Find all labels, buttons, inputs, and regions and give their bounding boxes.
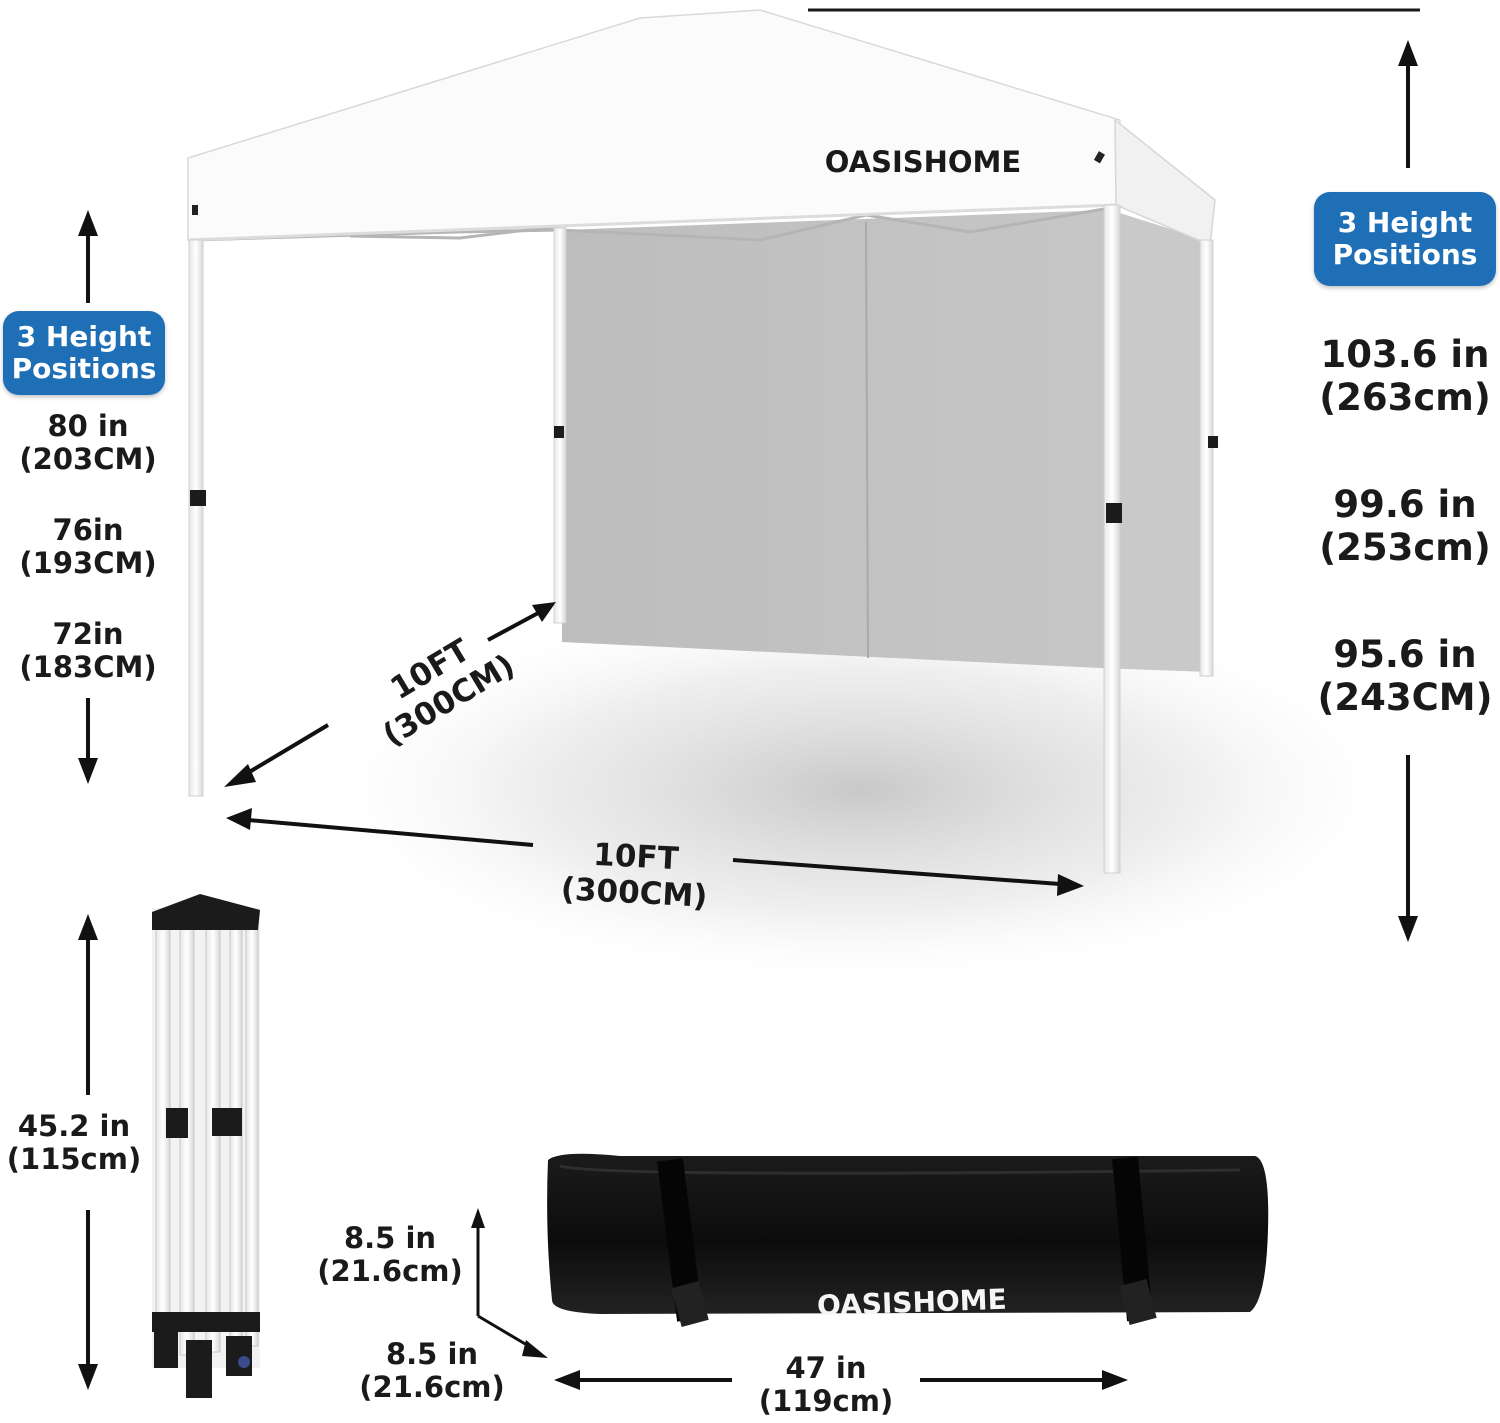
canopy-top: OASISHOME — [187, 9, 1216, 247]
height-arrows — [78, 40, 1418, 1390]
right-height-99-in: 99.6 in — [1333, 483, 1477, 526]
bag-height-label: 8.5 in (21.6cm) — [310, 1221, 470, 1289]
right-height-99: 99.6 in (253cm) — [1300, 483, 1500, 569]
footprint-width-label: 10FT (300CM) — [538, 835, 731, 916]
folded-height-cm: (115cm) — [6, 1142, 142, 1177]
left-height-72: 72in (183CM) — [6, 617, 170, 685]
right-height-badge: 3 Height Positions — [1314, 192, 1496, 286]
bag-length-in: 47 in — [785, 1351, 867, 1385]
left-height-80-in: 80 in — [47, 409, 129, 443]
bag-height-in: 8.5 in — [343, 1221, 437, 1255]
bag-depth-cm: (21.6cm) — [359, 1370, 505, 1405]
right-height-103: 103.6 in (263cm) — [1300, 333, 1500, 419]
folded-frame — [152, 894, 260, 1398]
left-badge-line1: 3 Height — [16, 319, 152, 353]
folded-height-label: 45.2 in (115cm) — [0, 1109, 148, 1177]
right-height-103-cm: (263cm) — [1319, 375, 1491, 419]
footprint-arrows — [224, 602, 1084, 896]
bag-arrows — [477, 1314, 1128, 1390]
right-height-95: 95.6 in (243CM) — [1300, 633, 1500, 719]
left-height-72-cm: (183CM) — [19, 650, 157, 685]
left-height-80: 80 in (203CM) — [6, 409, 170, 477]
carry-bag: OASISHOME — [547, 1153, 1269, 1327]
canopy-logo: OASISHOME — [825, 145, 1021, 179]
left-height-badge: 3 Height Positions — [3, 311, 165, 395]
right-badge-line2: Positions — [1332, 238, 1478, 271]
bag-depth-label: 8.5 in (21.6cm) — [352, 1337, 512, 1405]
left-badge-line2: Positions — [11, 352, 157, 385]
canopy-rafters — [194, 206, 1111, 242]
left-height-80-cm: (203CM) — [19, 442, 157, 477]
right-height-95-in: 95.6 in — [1333, 633, 1477, 676]
right-height-103-in: 103.6 in — [1320, 333, 1490, 376]
bag-height-cm: (21.6cm) — [317, 1254, 463, 1289]
right-badge-line1: 3 Height — [1337, 205, 1473, 239]
bag-depth-in: 8.5 in — [385, 1337, 479, 1371]
left-height-76: 76in (193CM) — [6, 513, 170, 581]
canopy-legs — [188, 204, 1218, 874]
left-height-76-cm: (193CM) — [19, 546, 157, 581]
bag-length-cm: (119cm) — [758, 1384, 894, 1419]
right-height-99-cm: (253cm) — [1319, 525, 1491, 569]
sidewall — [562, 210, 1210, 672]
left-height-76-in: 76in — [52, 513, 124, 547]
bag-length-label: 47 in (119cm) — [746, 1351, 906, 1419]
bag-logo: OASISHOME — [817, 1283, 1008, 1323]
folded-height-in: 45.2 in — [17, 1109, 131, 1143]
floor-shadow — [300, 590, 1420, 990]
right-height-95-cm: (243CM) — [1317, 675, 1493, 719]
left-height-72-in: 72in — [52, 617, 124, 651]
